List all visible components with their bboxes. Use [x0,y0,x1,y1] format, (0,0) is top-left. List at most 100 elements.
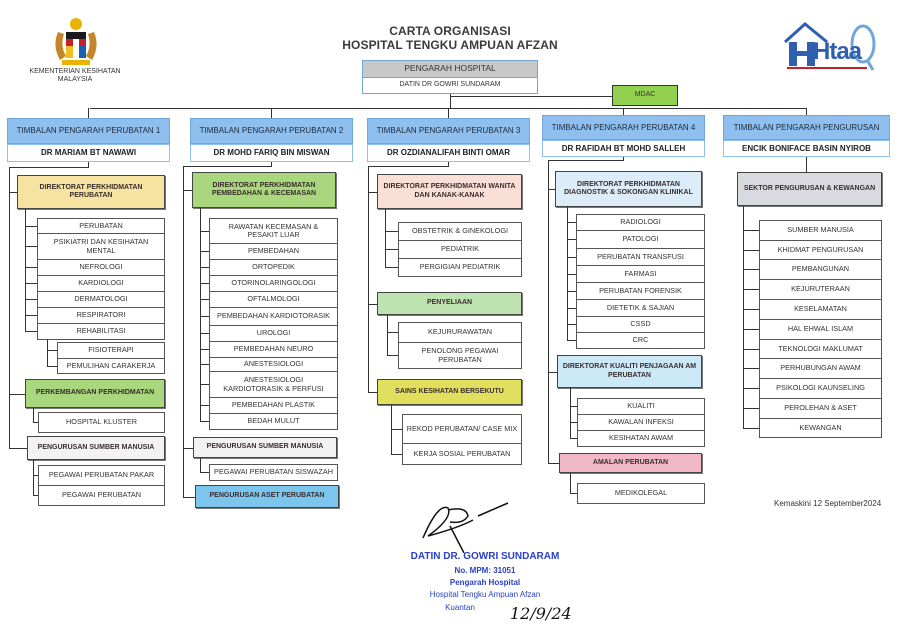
connector-line [570,406,578,408]
signature-date: 12/9/24 [510,604,572,623]
connector-line [743,289,760,291]
ministry-name-line1: KEMENTERIAN KESIHATAN [29,68,121,75]
connector-line [743,348,760,350]
connector-line [271,108,273,118]
unit-box: KUALITI [577,398,705,415]
unit-box: PERUBATAN FORENSIK [576,282,705,300]
unit-box: PERGIGIAN PEDIATRIK [398,258,522,277]
connector-line [25,283,38,285]
connector-line [25,246,38,248]
connector-line [9,448,28,450]
connector-line [25,331,38,333]
connector-line [743,269,760,271]
connector-line [200,251,210,253]
connector-line [567,273,577,275]
connector-line [200,421,210,423]
unit-box: KESIHATAN AWAM [577,430,705,447]
connector-line [200,349,210,351]
connector-line [183,166,272,168]
connector-line [200,299,210,301]
connector-line [271,162,273,166]
deputy-title: TIMBALAN PENGARAH PERUBATAN 1 [7,118,170,144]
page-title: CARTA ORGANISASI [389,24,511,38]
connector-line [368,166,449,168]
unit-box: PEROLEHAN & ASET [759,398,882,419]
connector-line [385,249,399,251]
directorate-box: SEKTOR PENGURUSAN & KEWANGAN [737,172,882,206]
connector-line [200,333,210,335]
connector-line [183,496,196,498]
connector-line [385,231,399,233]
connector-line [25,267,38,269]
director-title: PENGARAH HOSPITAL [362,60,538,78]
unit-box: PEGAWAI PERUBATAN [38,485,165,506]
connector-line [200,267,210,269]
unit-box: PERHUBUNGAN AWAM [759,358,882,379]
handwritten-signature [418,498,518,554]
signatory-hospital: Hospital Tengku Ampuan Afzan [429,590,541,599]
unit-box: KERJA SOSIAL PERUBATAN [402,443,522,465]
connector-line [448,108,450,118]
unit-box: UROLOGI [209,325,338,342]
unit-box: ORTOPEDIK [209,259,338,276]
unit-box: PEMBEDAHAN KARDIOTORASIK [209,307,338,326]
connector-line [391,453,403,455]
connector-line [25,225,38,227]
unit-box: KHIDMAT PENGURUSAN [759,240,882,260]
connector-line [448,162,450,166]
connector-line [368,166,370,392]
deputy-title: TIMBALAN PENGARAH PERUBATAN 3 [367,118,530,144]
connector-line [385,209,387,267]
unit-box: PERUBATAN [37,218,165,234]
ministry-name-line2: MALAYSIA [57,76,93,83]
unit-box: DERMATOLOGI [37,291,165,308]
director-name: DATIN DR GOWRI SUNDARAM [362,77,538,94]
deputy-name: ENCIK BONIFACE BASIN NYIROB [723,140,890,157]
connector-line [450,94,452,108]
connector-line [200,472,210,474]
connector-line [200,458,202,472]
connector-line [743,249,760,251]
ministry-crest-logo [48,16,104,68]
unit-box: PEGAWAI PERUBATAN PAKAR [38,465,165,486]
page-subtitle: HOSPITAL TENGKU AMPUAN AFZAN [342,38,558,52]
connector-line [743,388,760,390]
connector-line [570,438,578,440]
connector-line [385,267,399,269]
connector-line [200,208,202,421]
unit-box: TEKNOLOGI MAKLUMAT [759,339,882,359]
connector-line [47,339,49,366]
connector-line [47,365,58,367]
connector-line [200,384,210,386]
connector-line [567,256,577,258]
connector-line [806,157,808,172]
directorate-box: PERKEMBANGAN PERKHIDMATAN [25,379,165,408]
unit-box: PEMBEDAHAN NEURO [209,341,338,358]
connector-line [200,316,210,318]
unit-box: CSSD [576,316,705,333]
unit-box: SUMBER MANUSIA [759,220,882,241]
connector-line [570,388,572,438]
connector-line [183,447,194,449]
connector-line [47,350,58,352]
connector-line [33,460,35,495]
htaa-logo: Htaa [783,20,878,72]
connector-line [200,364,210,366]
connector-line [9,167,89,169]
sub-unit-box: PEMULIHAN CARAKERJA [57,358,165,374]
unit-box: OTORINOLARINGOLOGI [209,275,338,292]
mdac-box: MDAC [612,85,678,106]
connector-line [183,166,185,497]
deputy-name: DR MOHD FARIQ BIN MISWAN [190,144,353,162]
unit-box: PATOLOGI [576,230,705,249]
deputy-title: TIMBALAN PENGARAH PENGURUSAN [723,115,890,140]
connector-line [567,340,577,342]
unit-box: PERUBATAN TRANSFUSI [576,248,705,266]
unit-box: FARMASI [576,265,705,283]
connector-line [548,189,556,191]
connector-line [743,230,760,232]
connector-line [88,108,90,118]
connector-line [387,332,399,334]
directorate-box: DIREKTORAT PERKHIDMATAN WANITA DAN KANAK… [377,174,522,209]
connector-line [33,408,35,422]
